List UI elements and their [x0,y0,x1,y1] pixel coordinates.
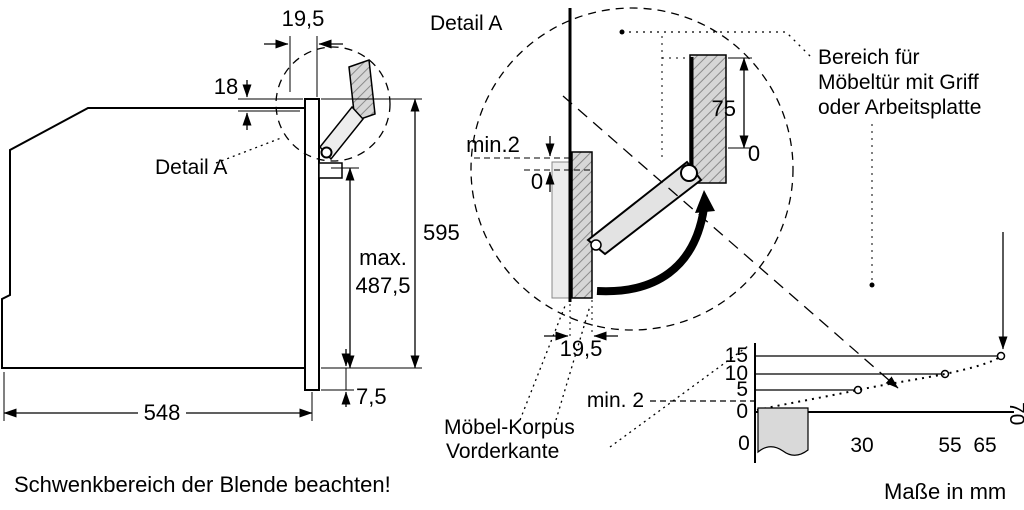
detail-a-title: Detail A [430,12,502,35]
units-note: Maße in mm [884,479,1006,504]
detail-a-circle [470,7,794,331]
x-origin-label: 0 [738,432,750,455]
data-point-70-15 [996,351,1006,361]
x-tick-55: 55 [938,434,961,457]
zero-75-label: 0 [748,141,760,166]
area-label-line1: Bereich für [818,46,920,69]
blende-panel-detail [689,54,727,184]
y-tick-5: 5 [736,378,748,401]
zero-gap-label: 0 [531,169,543,194]
y-tick-0: 0 [736,400,748,423]
hinge-joint-detail [590,239,602,251]
korpus-leader [609,345,749,448]
dim-595: 595 [423,220,460,245]
oven-body-outline [1,107,306,369]
side-view-dimensions: 19,5 18 595 max. 487,5 548 7,5 Schwenkbe… [3,6,460,497]
hinge-pivot-detail [680,164,698,182]
leader-dot [869,282,875,288]
korpus-label-line1: Möbel-Korpus [444,416,575,439]
swing-range-note: Schwenkbereich der Blende beachten! [14,472,391,497]
detail-a-label-left: Detail A [155,156,227,179]
dim-18: 18 [214,74,238,99]
oven-frame-section [571,151,593,299]
x-tick-70: 70 [1005,402,1024,425]
detail-a-view: Detail A min.2 0 75 0 [430,7,981,463]
korpus-label-line2: Vorderkante [446,440,559,463]
data-point-55-10 [940,369,950,379]
detail-a-marker-circle [275,46,391,162]
dim-min2: min.2 [466,132,520,157]
area-label-line2: Möbeltür mit Griff [818,71,979,94]
oven-door-front [304,98,320,391]
cabinet-panel-section [757,407,809,456]
dim-19-5-detail: 19,5 [560,336,603,361]
oven-side-view: Detail A [1,46,391,391]
clearance-graph: 15 10 5 0 min. 2 30 55 65 70 0 Maße in m… [587,232,1024,504]
min2-graph-label: min. 2 [587,389,644,412]
blende-panel [348,58,376,123]
korpus-leader [555,305,591,421]
dim-19-5-top: 19,5 [282,6,325,31]
furniture-door-section [551,161,571,299]
korpus-leader [519,305,566,421]
y-tick-15: 15 [725,344,748,367]
dim-75: 75 [712,96,736,121]
dim-7-5: 7,5 [356,384,387,409]
area-label-line3: oder Arbeitsplatte [818,96,981,119]
hinge-pivot [320,146,333,159]
swing-arrow-head [695,190,715,213]
reference-dashed-arrow [562,95,899,389]
door-latch [318,162,343,179]
dim-max-label: max. [359,245,407,270]
swing-arrow-shaft [596,207,708,296]
x-tick-65: 65 [973,434,996,457]
x-tick-30: 30 [850,434,873,457]
clearance-curve [756,355,1002,411]
y-tick-10: 10 [725,362,748,385]
dim-487-5: 487,5 [355,273,410,298]
zone-leader [622,31,813,59]
dim-548: 548 [144,400,181,425]
